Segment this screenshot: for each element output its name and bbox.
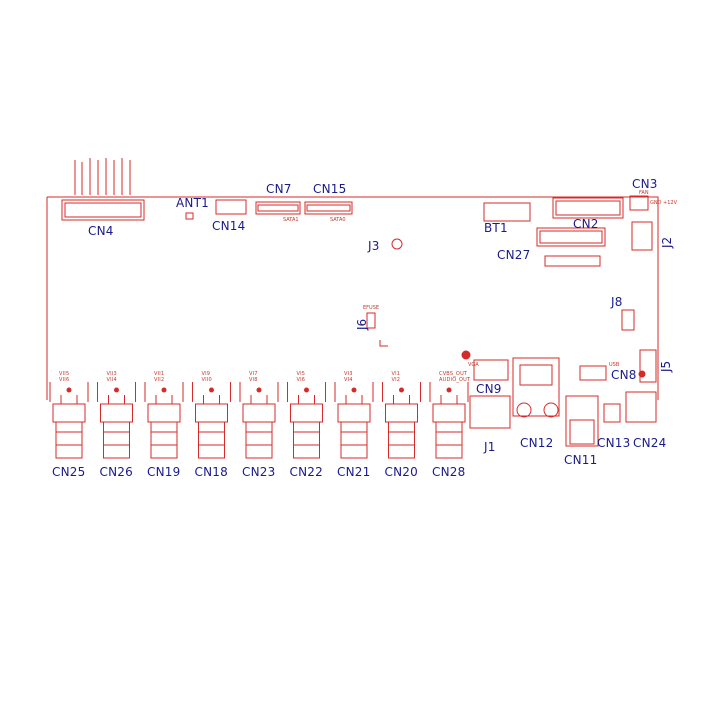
board-outline: [46, 196, 659, 400]
status-dot: [461, 350, 471, 360]
label-efuse: EFUSE: [363, 305, 380, 311]
j2-power-connector: [631, 221, 653, 251]
label-j6: J6: [355, 318, 369, 330]
cn7-sata-connector: [255, 201, 301, 215]
cn12-port: [512, 357, 560, 417]
j6-efuse-jumper: [366, 312, 376, 329]
label-cn11: CN11: [564, 453, 598, 467]
j8-connector: [621, 309, 635, 331]
label-cn25: CN25: [52, 465, 86, 479]
cn14-connector: [215, 199, 247, 215]
signal-label: VII6: [59, 377, 70, 383]
label-j8: J8: [611, 295, 623, 309]
cn13-port: [603, 403, 621, 423]
label-cn21: CN21: [337, 465, 371, 479]
label-sata0: SATA0: [330, 217, 346, 223]
label-cn26: CN26: [99, 465, 133, 479]
label-cn27: CN27: [497, 248, 531, 262]
bnc-cn18: [192, 382, 231, 459]
bnc-cn22: [287, 382, 326, 459]
signal-label: AUDIO_OUT: [439, 377, 471, 383]
signal-label: VII2: [154, 377, 165, 383]
signal-label: VI3: [344, 371, 353, 377]
label-fan: FAN: [639, 190, 649, 196]
bnc-cn23: [239, 382, 279, 459]
signal-label: VI5: [296, 371, 306, 377]
label-cn19: CN19: [147, 465, 181, 479]
label-cn20: CN20: [384, 465, 418, 479]
label-gnd-12v: GND +12V: [650, 200, 678, 206]
bnc-cn20: [382, 382, 421, 459]
label-j2: J2: [660, 236, 674, 248]
bnc-cn28: [429, 382, 469, 459]
label-j3: J3: [368, 239, 380, 253]
label-cn15: CN15: [313, 182, 347, 196]
label-cn23: CN23: [242, 465, 276, 479]
cn3-fan-connector: [629, 195, 649, 211]
label-j5: J5: [659, 360, 673, 372]
label-j1: J1: [484, 440, 496, 454]
bnc-cn19: [144, 382, 184, 459]
signal-label: VII0: [201, 377, 212, 383]
label-cn18: CN18: [194, 465, 228, 479]
bnc-cn26: [97, 382, 136, 459]
signal-label: VI7: [249, 371, 258, 377]
cn24-port: [625, 391, 657, 423]
j5-connector: [639, 349, 657, 383]
label-usb: USB: [609, 362, 620, 368]
label-cn12: CN12: [520, 436, 554, 450]
label-cn7: CN7: [266, 182, 292, 196]
label-sata1: SATA1: [283, 217, 299, 223]
cn27-connector: [536, 227, 606, 247]
label-ant1: ANT1: [176, 196, 209, 210]
signal-label: VI8: [249, 377, 258, 383]
bt1-battery: [483, 202, 531, 222]
label-cn28: CN28: [432, 465, 466, 479]
cn15-sata-connector: [304, 201, 353, 215]
cn2-header: [552, 197, 624, 219]
label-cn24: CN24: [633, 436, 667, 450]
signal-label: VI1: [391, 371, 401, 377]
signal-label: CVBS_OUT: [439, 371, 468, 377]
signal-label: VI6: [296, 377, 306, 383]
signal-label: VII5: [59, 371, 70, 377]
bnc-cn25: [49, 382, 89, 459]
cn4-header: [61, 199, 145, 221]
signal-label: VII4: [106, 377, 117, 383]
label-cn8: CN8: [611, 368, 637, 382]
ant1-pad: [185, 212, 194, 220]
cn8-usb-port: [579, 365, 607, 381]
label-cn14: CN14: [212, 219, 246, 233]
bnc-connector-row: [49, 382, 469, 459]
cn11-port: [565, 395, 599, 447]
signal-label: VII1: [154, 371, 165, 377]
label-cn9: CN9: [476, 382, 502, 396]
signal-label: VI4: [344, 377, 353, 383]
signal-label: VI2: [391, 377, 401, 383]
signal-label: VII3: [106, 371, 117, 377]
label-cn2: CN2: [573, 217, 599, 231]
j1-connector: [469, 395, 511, 429]
label-cn4: CN4: [88, 224, 114, 238]
signal-label: VI9: [201, 371, 211, 377]
label-cn13: CN13: [597, 436, 631, 450]
cn4-pin-legends: [74, 158, 131, 195]
label-cn3: CN3: [632, 177, 658, 191]
label-bt1: BT1: [484, 221, 508, 235]
cn9-vga-port: [473, 359, 509, 381]
j3-mount-hole: [391, 238, 403, 250]
label-cn22: CN22: [289, 465, 323, 479]
label-vga: VGA: [468, 362, 479, 368]
bnc-cn21: [334, 382, 374, 459]
